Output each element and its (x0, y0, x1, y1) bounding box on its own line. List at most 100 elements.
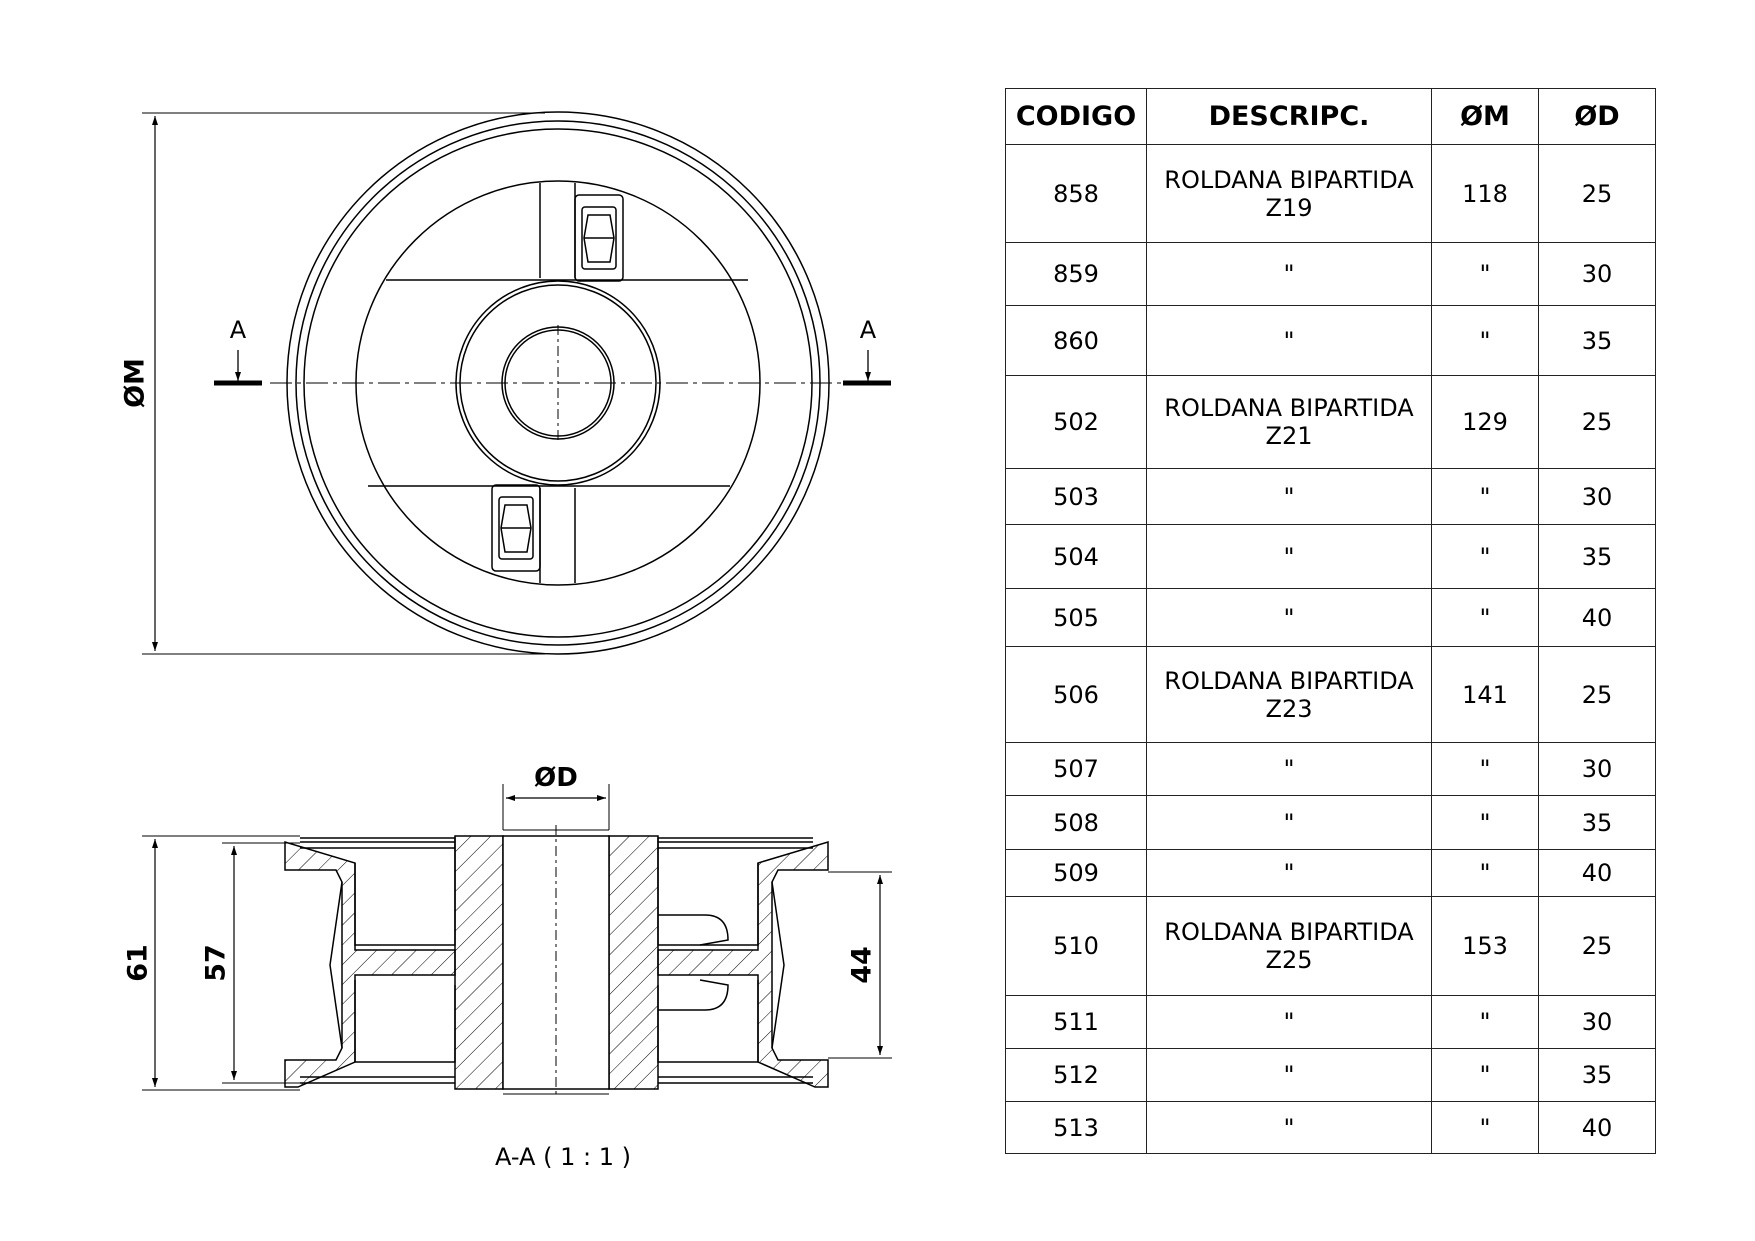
cell-codigo: 860 (1005, 305, 1147, 376)
cell-diameter-d: 35 (1538, 1048, 1656, 1102)
cell-codigo: 504 (1005, 524, 1147, 589)
cell-diameter-d: 25 (1538, 646, 1656, 743)
description-line: " (1283, 755, 1295, 783)
cell-descripcion: " (1146, 742, 1432, 796)
section-mark-left: A (229, 316, 247, 344)
description-line: " (1283, 326, 1295, 355)
cell-descripcion: " (1146, 468, 1432, 525)
front-view (142, 111, 891, 655)
header-diameter-m: ØM (1431, 88, 1539, 145)
description-line: " (1283, 1061, 1295, 1089)
cell-diameter-m: 118 (1431, 144, 1539, 243)
cell-diameter-m: " (1431, 588, 1539, 647)
table-row: 513""40 (1005, 1101, 1656, 1154)
cell-descripcion: " (1146, 995, 1432, 1049)
header-codigo: CODIGO (1005, 88, 1147, 145)
dimension-57: 57 (200, 944, 232, 982)
table-row: 503""30 (1005, 468, 1656, 525)
table-row: 505""40 (1005, 588, 1656, 647)
upper-bolt-pocket (574, 194, 624, 282)
cell-diameter-d: 40 (1538, 1101, 1656, 1154)
cell-descripcion: " (1146, 849, 1432, 897)
cell-diameter-d: 25 (1538, 896, 1656, 996)
dimension-61: 61 (122, 944, 154, 982)
cell-diameter-m: " (1431, 1048, 1539, 1102)
cell-diameter-d: 35 (1538, 524, 1656, 589)
cell-codigo: 858 (1005, 144, 1147, 243)
description-model: Z23 (1265, 694, 1313, 723)
table-row: 511""30 (1005, 995, 1656, 1049)
description-line: " (1283, 482, 1295, 511)
cell-codigo: 512 (1005, 1048, 1147, 1102)
section-view (142, 784, 892, 1098)
cell-diameter-m: " (1431, 305, 1539, 376)
description-model: Z25 (1265, 946, 1313, 974)
description-line: " (1283, 542, 1295, 571)
section-left-profile (284, 840, 456, 1088)
cell-diameter-m: " (1431, 995, 1539, 1049)
cell-codigo: 511 (1005, 995, 1147, 1049)
cell-codigo: 859 (1005, 242, 1147, 306)
cell-codigo: 508 (1005, 795, 1147, 850)
cell-diameter-d: 30 (1538, 995, 1656, 1049)
table-header-row: CODIGO DESCRIPC. ØM ØD (1005, 88, 1656, 145)
description-line: " (1283, 603, 1295, 632)
cell-diameter-d: 25 (1538, 375, 1656, 469)
cell-diameter-m: 141 (1431, 646, 1539, 743)
cell-codigo: 509 (1005, 849, 1147, 897)
lower-bolt-pocket (491, 484, 541, 572)
cell-diameter-m: " (1431, 524, 1539, 589)
cell-diameter-m: " (1431, 1101, 1539, 1154)
description-line: ROLDANA BIPARTIDA (1164, 165, 1414, 194)
table-row: 512""35 (1005, 1048, 1656, 1102)
section-bore (502, 835, 610, 1090)
cell-diameter-m: 153 (1431, 896, 1539, 996)
cell-descripcion: " (1146, 524, 1432, 589)
cell-diameter-d: 40 (1538, 849, 1656, 897)
table-row: 507""30 (1005, 742, 1656, 796)
cell-codigo: 513 (1005, 1101, 1147, 1154)
section-right-profile (657, 840, 829, 1088)
cell-diameter-d: 30 (1538, 742, 1656, 796)
cell-descripcion: " (1146, 795, 1432, 850)
cell-descripcion: " (1146, 588, 1432, 647)
diameter-m-label: ØM (119, 355, 151, 411)
cell-codigo: 503 (1005, 468, 1147, 525)
cell-descripcion: " (1146, 305, 1432, 376)
bore-diameter-label: ØD (534, 763, 578, 793)
cell-diameter-m: " (1431, 795, 1539, 850)
header-diameter-d: ØD (1538, 88, 1656, 145)
description-line: " (1283, 1008, 1295, 1036)
cell-diameter-m: " (1431, 242, 1539, 306)
cell-codigo: 510 (1005, 896, 1147, 996)
dimension-44: 44 (846, 946, 878, 984)
cell-diameter-m: " (1431, 468, 1539, 525)
cell-diameter-d: 30 (1538, 242, 1656, 306)
cell-diameter-m: " (1431, 742, 1539, 796)
cell-diameter-m: " (1431, 849, 1539, 897)
cell-codigo: 502 (1005, 375, 1147, 469)
description-model: Z21 (1265, 422, 1313, 450)
description-line: ROLDANA BIPARTIDA (1164, 918, 1414, 946)
cell-descripcion: " (1146, 1048, 1432, 1102)
cell-diameter-d: 25 (1538, 144, 1656, 243)
section-left-hub (454, 835, 504, 1090)
table-row: 504""35 (1005, 524, 1656, 589)
description-line: ROLDANA BIPARTIDA (1164, 666, 1414, 695)
cell-diameter-d: 35 (1538, 305, 1656, 376)
table-row: 860""35 (1005, 305, 1656, 376)
cell-diameter-d: 40 (1538, 588, 1656, 647)
cell-codigo: 507 (1005, 742, 1147, 796)
cell-diameter-d: 35 (1538, 795, 1656, 850)
cell-diameter-d: 30 (1538, 468, 1656, 525)
table-row: 508""35 (1005, 795, 1656, 850)
table-row: 509""40 (1005, 849, 1656, 897)
cell-descripcion: " (1146, 242, 1432, 306)
